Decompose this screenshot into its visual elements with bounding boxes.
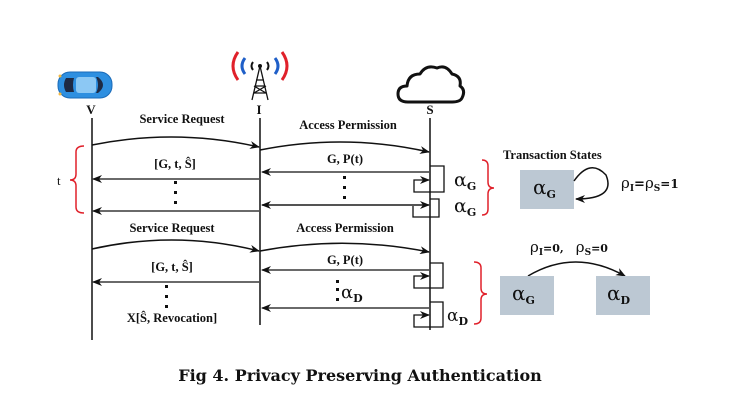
revocation-message-label: X[Ŝ, Revocation] [127,311,217,325]
permission-msg-label-1: G, P(t) [327,152,363,166]
transition-arrow-g-to-d [527,261,626,277]
state-box-alpha-g-label: αG [512,281,535,307]
transaction-states-title: Transaction States [503,148,602,162]
ellipsis-dots-4 [336,280,339,301]
access-permission-label-1: Access Permission [299,118,397,132]
cloud-icon [396,65,466,104]
state-alpha-g-1: αG [454,169,476,193]
car-icon [57,71,113,99]
state-box-alpha-g-top [520,170,574,209]
service-request-arrow-2 [91,239,260,253]
access-permission-label-2: Access Permission [296,221,394,235]
self-loop-4 [413,301,444,328]
self-loop-1 [413,165,445,193]
state-box-alpha-d [596,276,650,315]
state-box-alpha-g [500,276,554,315]
ellipsis-dots-1 [174,181,177,204]
self-loop-2 [412,198,440,218]
revoke-alpha-d-label: αD [341,282,363,305]
service-request-arrow-1 [91,136,260,149]
service-request-label-1: Service Request [139,112,225,126]
entity-label-s: S [426,102,433,117]
state-alpha-g-2: αG [454,195,476,219]
grant-message-label-1: [G, t, Ŝ] [154,157,196,171]
state-alpha-d: αD [447,306,468,328]
antenna-tower-icon [231,51,289,101]
self-loop-3 [413,262,444,289]
period-label-t: t [57,173,61,188]
access-permission-arrow-2 [259,242,430,255]
state-box-alpha-d-label: αD [607,281,631,307]
ellipsis-dots-2 [343,176,346,199]
state-box-alpha-g-top-label: αG [533,175,556,201]
ellipsis-dots-3 [165,285,168,308]
period-brace-left [69,145,85,214]
figure-caption: Fig 4. Privacy Preserving Authentication [178,366,542,385]
grant-message-label-2: [G, t, Ŝ] [151,260,193,274]
transition-condition: ρI=0,ρS=0 [530,238,608,258]
self-loop-transition-arrow [573,167,609,203]
service-request-label-2: Service Request [129,221,215,235]
self-loop-condition: ρI=ρS=1 [621,174,679,194]
state-brace-1 [481,159,495,216]
entity-label-i: I [256,102,261,117]
access-permission-arrow-1 [259,141,430,154]
permission-msg-label-2: G, P(t) [327,253,363,267]
entity-label-v: V [86,102,96,117]
state-brace-2 [473,261,488,325]
